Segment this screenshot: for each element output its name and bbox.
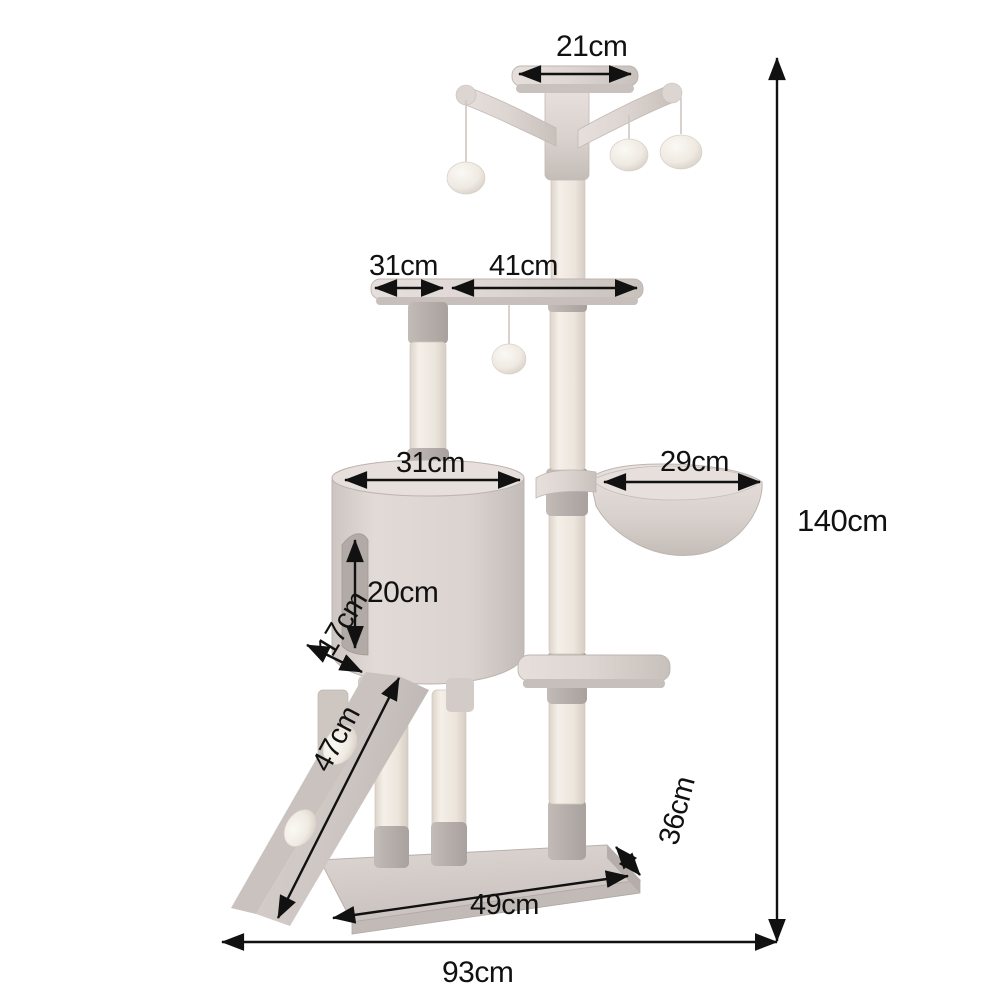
label-condo-width: 31cm: [396, 447, 465, 479]
hanging-ball-left: [446, 100, 486, 195]
dimline-base-depth: [615, 846, 641, 876]
label-hammock-width: 29cm: [660, 446, 729, 478]
hanging-ball-middle: [491, 303, 527, 375]
label-base-width: 49cm: [470, 889, 539, 921]
label-total-height: 140cm: [797, 503, 888, 538]
label-middle-shelf-right-width: 41cm: [489, 250, 558, 282]
hanging-ball-center: [609, 115, 649, 172]
dimension-lines: [221, 57, 786, 951]
lower-step-platform: [517, 654, 671, 688]
label-middle-shelf-left-width: 31cm: [369, 250, 438, 282]
dimline-ramp-length: [276, 677, 401, 919]
leg-post-2: [431, 689, 467, 866]
dimline-door-width: [306, 643, 363, 674]
hanging-ball-right: [659, 98, 703, 170]
label-total-width: 93cm: [442, 956, 514, 989]
label-condo-door-height: 20cm: [367, 576, 439, 609]
dimline-base-width: [332, 870, 629, 924]
top-platform: [511, 65, 639, 93]
condo-house: [331, 459, 525, 685]
top-branch-arms: [455, 82, 683, 149]
label-top-platform-width: 21cm: [556, 30, 628, 63]
